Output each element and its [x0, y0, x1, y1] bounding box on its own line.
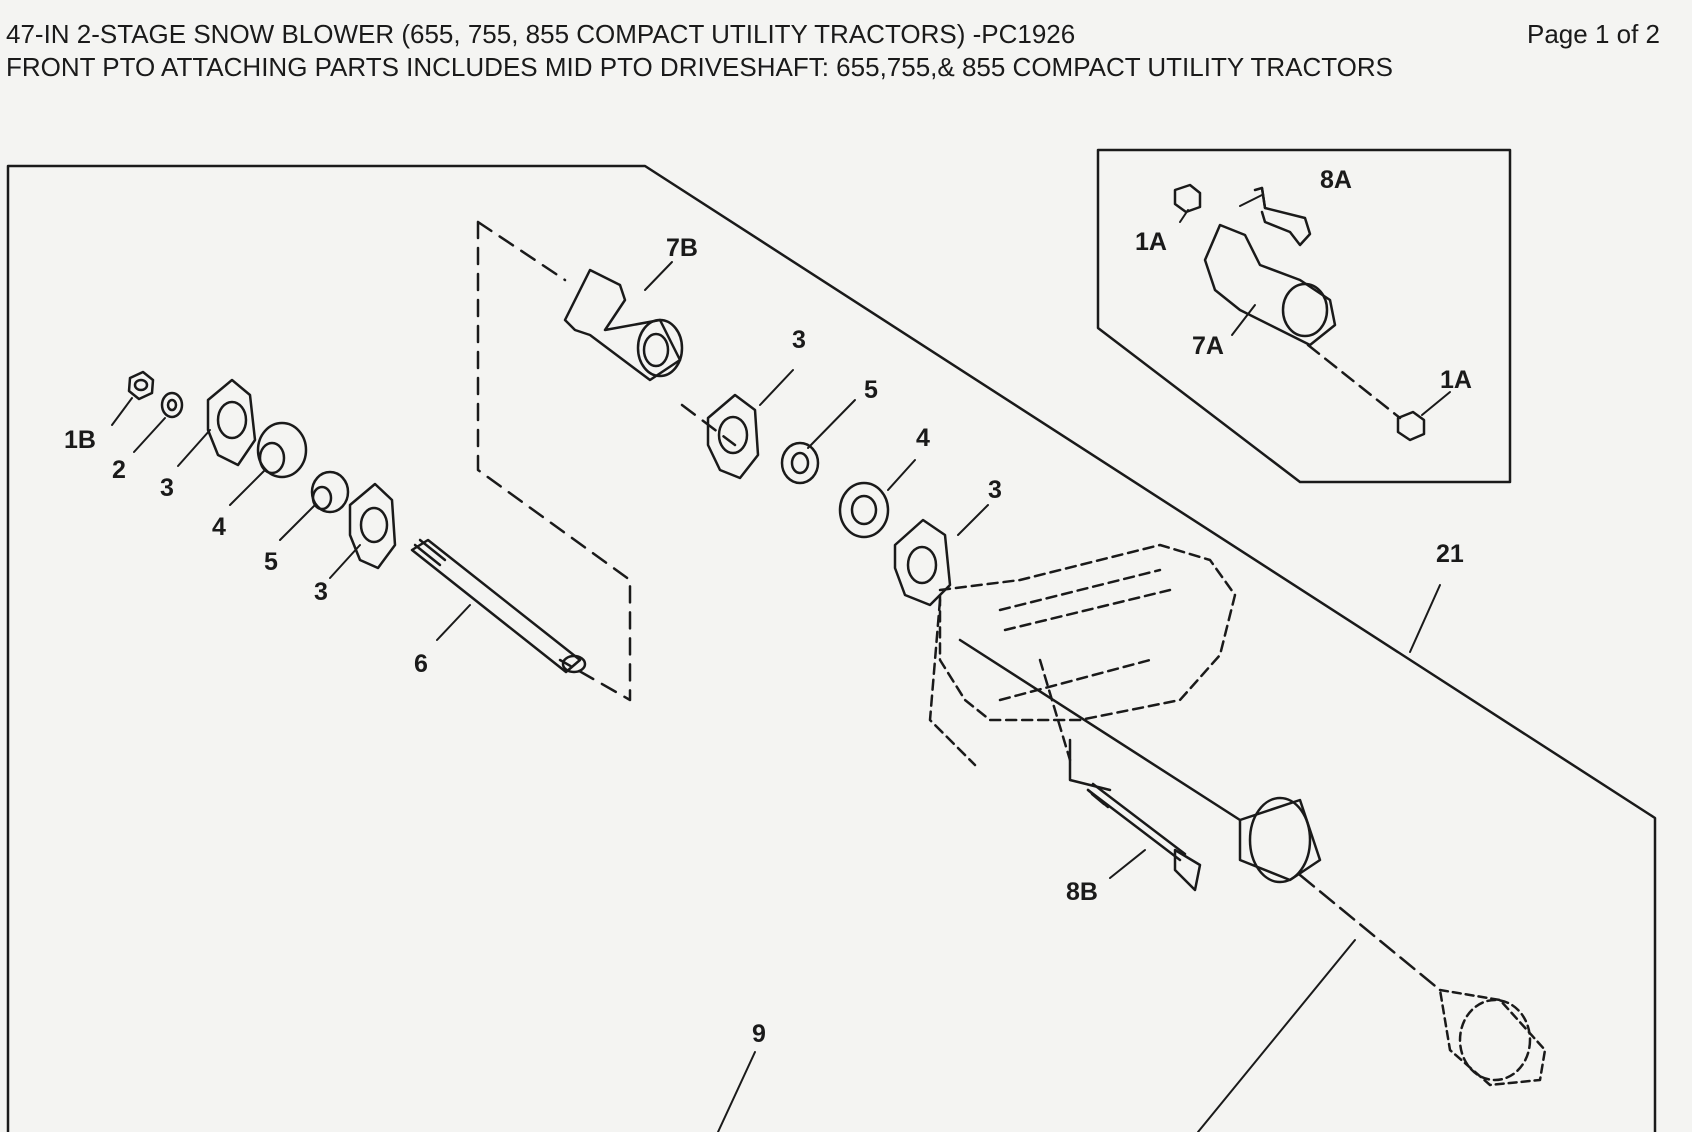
coupler-7b [563, 268, 684, 382]
bolt-8b [1086, 782, 1202, 892]
callout-3a: 3 [160, 474, 174, 502]
callout-9: 9 [752, 1020, 766, 1048]
bolt-8a [1253, 186, 1312, 247]
page-header: 47-IN 2-STAGE SNOW BLOWER (655, 755, 855… [0, 18, 1692, 84]
callout-1a-bottom: 1A [1440, 366, 1472, 394]
leader-lines [111, 194, 1451, 1132]
main-panel-border [6, 164, 1657, 1132]
callout-3d: 3 [988, 476, 1002, 504]
nut-1b [127, 370, 155, 401]
inset-box-7a [1096, 148, 1512, 484]
coupler-7a [1203, 223, 1402, 420]
header-row-1: 47-IN 2-STAGE SNOW BLOWER (655, 755, 855… [0, 18, 1692, 51]
flange-3b [348, 482, 397, 570]
driveshaft-6 [410, 538, 587, 674]
callout-6: 6 [414, 650, 428, 678]
lock-washer-2 [160, 391, 184, 419]
bracket-21 [928, 543, 1237, 767]
callout-5a: 5 [264, 548, 278, 576]
bearing-4a [256, 421, 308, 479]
callout-8a: 8A [1320, 166, 1352, 194]
callout-8b: 8B [1066, 878, 1098, 906]
callout-7a: 7A [1192, 332, 1224, 360]
callout-3c: 3 [792, 326, 806, 354]
callout-1a-top: 1A [1135, 228, 1167, 256]
callout-1b: 1B [64, 426, 96, 454]
spacer-5a [310, 470, 350, 514]
spacer-5b [780, 441, 820, 485]
flange-3d [893, 518, 952, 607]
callout-21: 21 [1436, 540, 1464, 568]
callout-5b: 5 [864, 376, 878, 404]
callout-2: 2 [112, 456, 126, 484]
nut-1a-bottom [1396, 410, 1426, 442]
flange-3a [206, 378, 257, 467]
document-subtitle: FRONT PTO ATTACHING PARTS INCLUDES MID P… [6, 52, 1393, 82]
callout-7b: 7B [666, 234, 698, 262]
bearing-4b [838, 481, 890, 539]
mid-pto-driveshaft [958, 638, 1547, 1087]
document-title: 47-IN 2-STAGE SNOW BLOWER (655, 755, 855… [6, 19, 1076, 49]
callout-3b: 3 [314, 578, 328, 606]
flange-3c [706, 393, 760, 480]
callout-4a: 4 [212, 513, 226, 541]
header-row-2: FRONT PTO ATTACHING PARTS INCLUDES MID P… [0, 51, 1692, 84]
nut-1a-top [1173, 183, 1202, 214]
callout-4b: 4 [916, 424, 930, 452]
page-indicator: Page 1 of 2 [1527, 19, 1660, 49]
dashed-group-outline [476, 220, 737, 702]
